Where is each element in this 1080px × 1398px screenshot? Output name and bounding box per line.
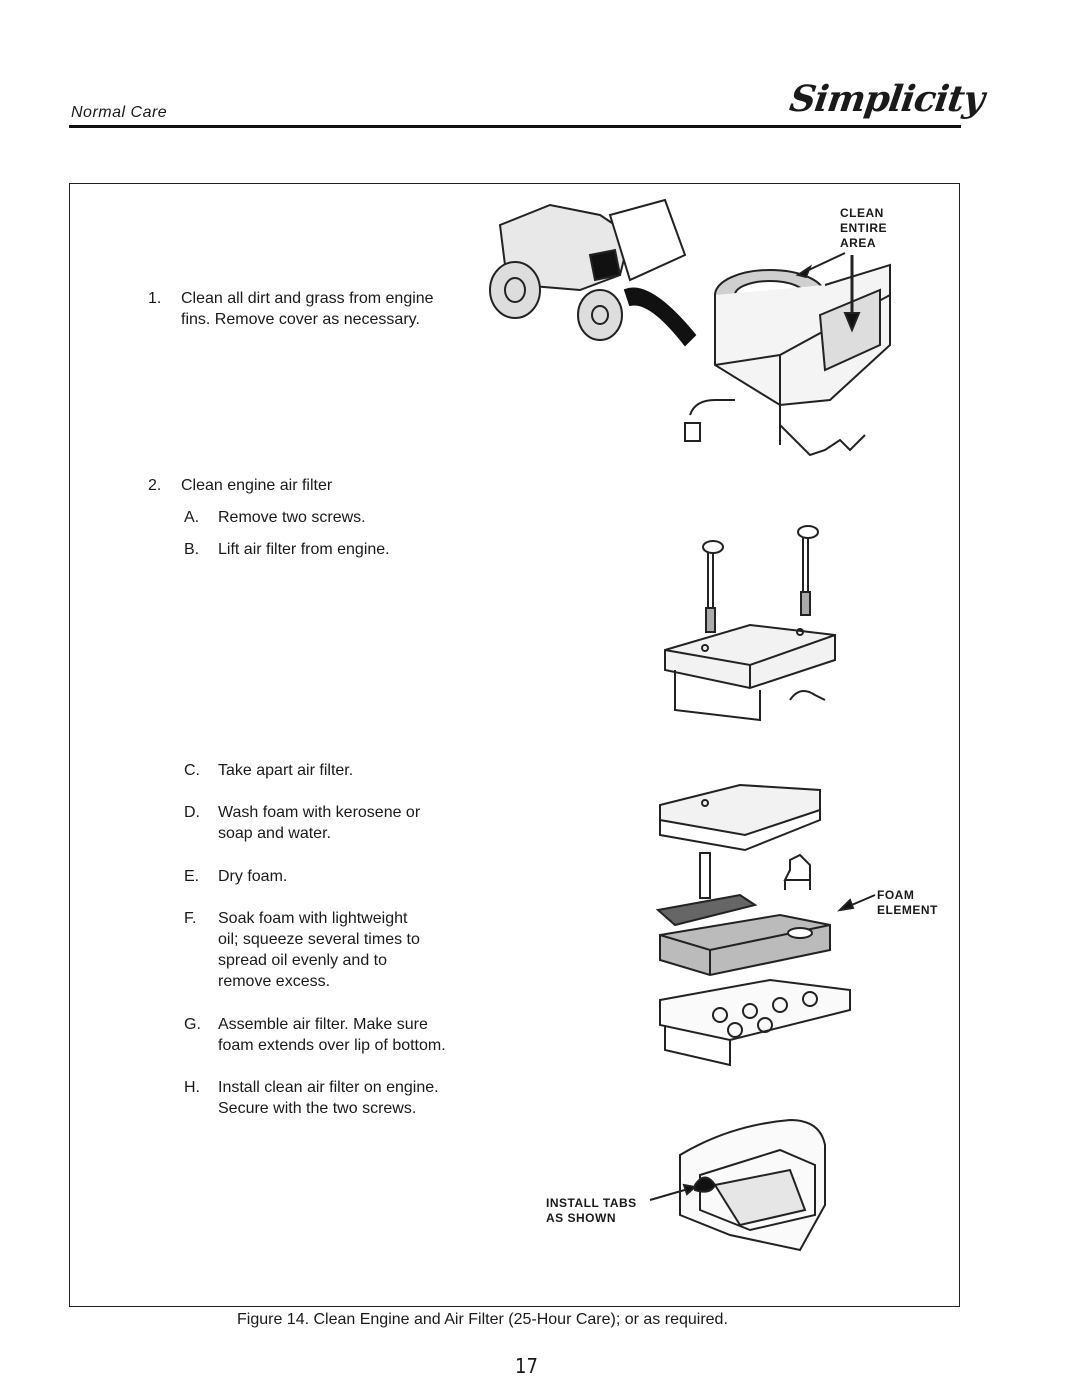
callout-foam-element: FOAM ELEMENT (877, 888, 938, 918)
substep-letter: H. (184, 1079, 200, 1096)
substep-letter: C. (184, 762, 200, 779)
section-title: Normal Care (71, 104, 168, 121)
substep-line: Wash foam with kerosene or (218, 804, 421, 821)
step-number: 2. (148, 477, 162, 494)
callout-clean-area: CLEAN ENTIRE AREA (840, 206, 887, 251)
substep-letter: B. (184, 541, 200, 558)
substep-line: Lift air filter from engine. (218, 541, 390, 558)
figure-frame (69, 183, 960, 1307)
callout-line: INSTALL TABS (546, 1196, 637, 1210)
substep-line: foam extends over lip of bottom. (218, 1037, 446, 1054)
substep-line: Secure with the two screws. (218, 1100, 417, 1117)
substep-line: soap and water. (218, 825, 331, 842)
callout-line: ELEMENT (877, 903, 938, 917)
substep-line: spread oil evenly and to (218, 952, 387, 969)
air-filter-screws-illustration (664, 525, 836, 722)
header-rule (69, 125, 961, 128)
callout-install-tabs: INSTALL TABS AS SHOWN (546, 1196, 637, 1226)
callout-line: ENTIRE (840, 221, 888, 235)
callout-line: AREA (840, 236, 877, 250)
substep-letter: A. (184, 509, 200, 526)
substep-line: Remove two screws. (218, 509, 366, 526)
callout-line: AS SHOWN (546, 1211, 616, 1225)
substep-letter: F. (184, 910, 197, 927)
exploded-filter-illustration (655, 783, 876, 1067)
step-line: Clean engine air filter (181, 477, 333, 494)
tractor-engine-illustration (489, 198, 891, 457)
substep-line: Install clean air filter on engine. (218, 1079, 439, 1096)
callout-line: FOAM (877, 888, 915, 902)
substep-letter: G. (184, 1016, 201, 1033)
substep-line: oil; squeeze several times to (218, 931, 420, 948)
step-line: fins. Remove cover as necessary. (181, 311, 420, 328)
substep-line: Take apart air filter. (218, 762, 354, 779)
installed-filter-illustration (649, 1118, 826, 1252)
substep-line: Assemble air filter. Make sure (218, 1016, 428, 1033)
step-number: 1. (148, 290, 162, 307)
page-number: 17 (515, 1354, 538, 1378)
substep-line: Soak foam with lightweight (218, 910, 408, 927)
substep-line: remove excess. (218, 973, 331, 990)
step-line: Clean all dirt and grass from engine (181, 290, 434, 307)
callout-line: CLEAN (840, 206, 884, 220)
substep-letter: E. (184, 868, 200, 885)
brand-logo: Simplicity (787, 78, 987, 120)
figure-caption: Figure 14. Clean Engine and Air Filter (… (237, 1311, 728, 1328)
substep-letter: D. (184, 804, 200, 821)
substep-line: Dry foam. (218, 868, 288, 885)
